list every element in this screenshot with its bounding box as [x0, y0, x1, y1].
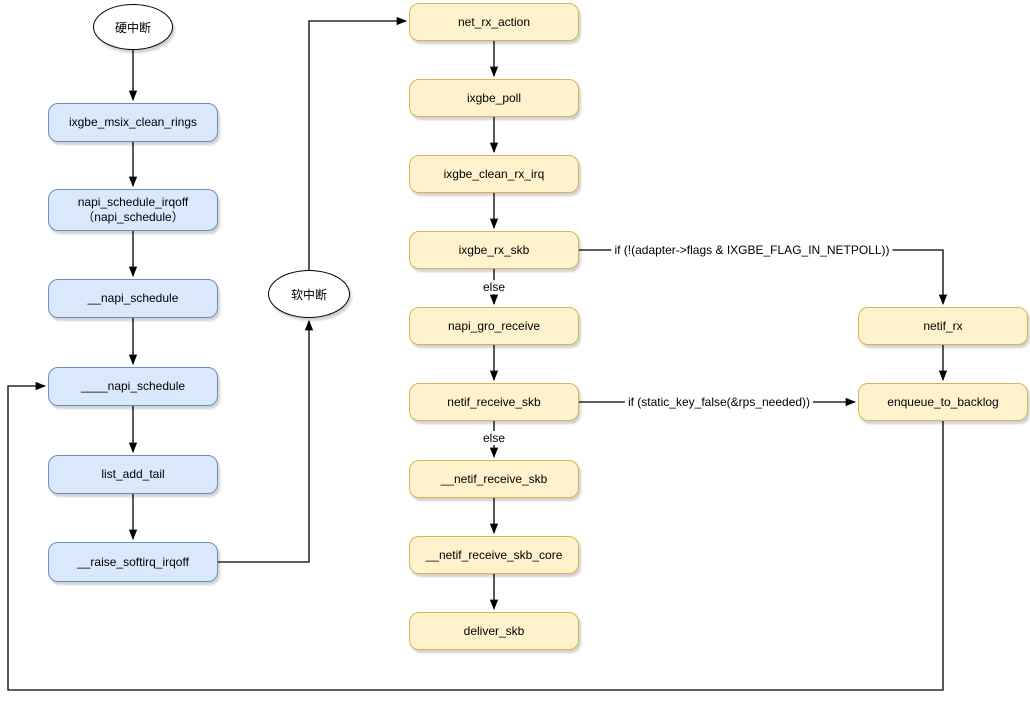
edge-raise-softirq-to-softirq	[218, 319, 314, 563]
edge-enqueue-loopback-to-4u	[7, 381, 944, 691]
edge-label-netpoll-condition: if (!(adapter->flags & IXGBE_FLAG_IN_NET…	[611, 243, 893, 257]
node-net-rx-action: net_rx_action	[409, 3, 579, 41]
node-napi-schedule: __napi_schedule	[48, 279, 218, 318]
node-netif-receive-skb-internal: __netif_receive_skb	[409, 460, 579, 498]
terminal-hard-interrupt: 硬中断	[93, 4, 173, 50]
node-napi-schedule-irqoff: napi_schedule_irqoff （napi_schedule）	[48, 189, 218, 231]
edge-softirq-to-net-rx-action	[308, 16, 408, 270]
node-list-add-tail: list_add_tail	[48, 455, 218, 494]
edge-label-else-rx-skb: else	[479, 280, 509, 294]
node-ixgbe-poll: ixgbe_poll	[409, 79, 579, 117]
node-ixgbe-msix-clean-rings: ixgbe_msix_clean_rings	[48, 103, 218, 142]
node-netif-receive-skb: netif_receive_skb	[409, 383, 579, 421]
node-netif-receive-skb-core: __netif_receive_skb_core	[409, 536, 579, 574]
node-netif-rx: netif_rx	[858, 307, 1028, 345]
node-ixgbe-rx-skb: ixgbe_rx_skb	[409, 231, 579, 269]
edge-label-rps-condition: if (static_key_false(&rps_needed))	[624, 395, 814, 409]
node-enqueue-to-backlog: enqueue_to_backlog	[858, 383, 1028, 421]
node-napi-gro-receive: napi_gro_receive	[409, 307, 579, 345]
edge-label-else-netif-receive-skb: else	[479, 431, 509, 445]
edge-rx-skb-netpoll-to-netif-rx	[579, 249, 948, 306]
node-ixgbe-clean-rx-irq: ixgbe_clean_rx_irq	[409, 155, 579, 193]
node-napi-schedule-internal: ____napi_schedule	[48, 367, 218, 406]
terminal-soft-interrupt: 软中断	[268, 270, 350, 318]
node-deliver-skb: deliver_skb	[409, 612, 579, 650]
node-raise-softirq-irqoff: __raise_softirq_irqoff	[48, 542, 218, 582]
